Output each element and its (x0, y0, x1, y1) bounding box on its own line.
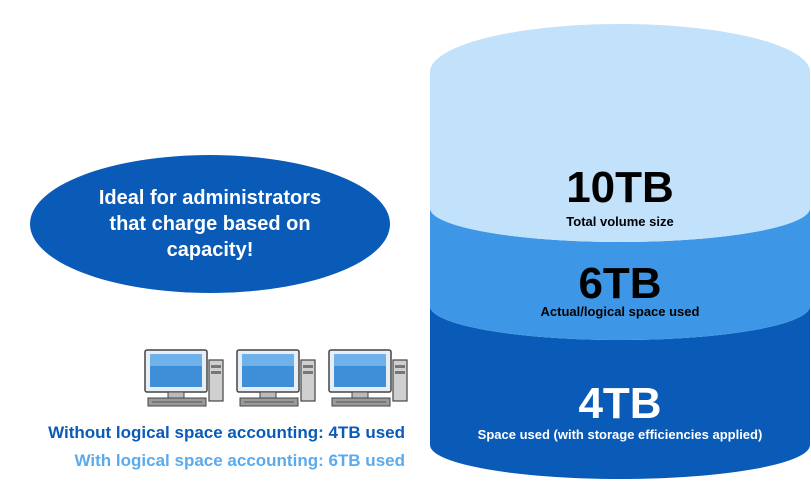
with-logical-accounting-caption: With logical space accounting: 6TB used (74, 451, 405, 470)
desktop-computer-icon (144, 349, 224, 407)
cylinder-top-segment (430, 72, 810, 242)
physical-space-value: 4TB (578, 379, 662, 428)
desktop-computer-icon (236, 349, 316, 407)
desktop-computer-icon (328, 349, 408, 407)
total-volume-value: 10TB (566, 163, 674, 212)
cylinder-bottom-segment (430, 306, 810, 479)
total-volume-label: Total volume size (566, 214, 674, 229)
callout-ellipse: Ideal for administrators that charge bas… (30, 155, 390, 293)
cylinder-middle-segment (430, 208, 810, 340)
without-logical-accounting-caption: Without logical space accounting: 4TB us… (48, 423, 405, 442)
logical-space-value: 6TB (578, 259, 662, 308)
logical-space-label: Actual/logical space used (540, 304, 700, 319)
cylinder-top-cap (430, 24, 810, 120)
physical-space-label: Space used (with storage efficiencies ap… (477, 427, 763, 442)
computer-group (144, 349, 408, 407)
callout-text: Ideal for administrators that charge bas… (98, 187, 322, 261)
